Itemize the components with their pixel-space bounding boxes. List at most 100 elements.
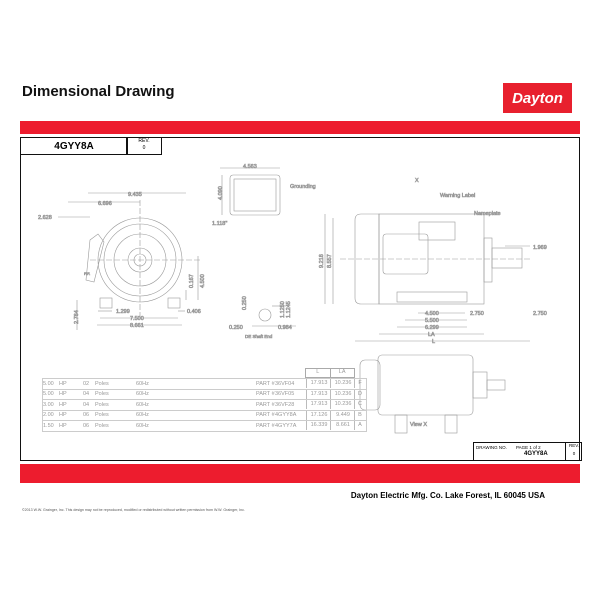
- cell-hz: 60Hz: [136, 380, 149, 387]
- x-label: X: [415, 178, 419, 184]
- part-number-cell: 4GYY8A: [20, 137, 128, 155]
- cell-poles: 06: [83, 422, 90, 429]
- dim-6299: 6.299: [425, 325, 439, 331]
- dim-1969: 1.969: [533, 245, 547, 251]
- cell-hz: 60Hz: [136, 391, 149, 397]
- cell-part-label: PART #: [256, 422, 275, 429]
- shaft-end-caption: DE Shaft End: [245, 334, 273, 339]
- cell-hz: 60Hz: [136, 412, 149, 418]
- top-red-bar: [20, 121, 580, 134]
- shaft-end-view: 0.250 1.1250 1.1245 0.250 0.984 DE Shaft…: [229, 296, 296, 339]
- cell-part-label: PART #: [256, 401, 275, 408]
- rev-label: REV.: [138, 138, 150, 144]
- dim-la: LA: [428, 332, 435, 338]
- cell-hp: 5.00: [43, 391, 54, 397]
- dim-8557: 8.557: [327, 254, 333, 268]
- cell-poles: 04: [83, 391, 90, 397]
- rev-value: 0: [142, 145, 146, 151]
- cell-L: 17.913: [306, 400, 331, 409]
- dim-0250b: 0.250: [229, 325, 243, 331]
- copyright-notice: ©2013 W.W. Grainger, Inc. This design ma…: [22, 508, 245, 512]
- dim-11250: 1.1250: [280, 301, 286, 318]
- dim-8661: 8.661: [130, 323, 144, 329]
- cell-hp-unit: HP: [59, 401, 67, 408]
- warning-label: Warning Label: [440, 193, 475, 199]
- cell-poles-label: Poles: [95, 422, 109, 429]
- cell-hp: 5.00: [43, 380, 54, 387]
- title-block: DRAWING NO. PAGE 1 of 2 4GYY8A REV.0: [473, 442, 582, 461]
- title-rev-cell: REV.0: [565, 443, 582, 460]
- dim-0167: 0.167: [189, 274, 195, 288]
- cell-poles-label: Poles: [95, 380, 109, 387]
- dim-0406: 0.406: [187, 309, 201, 315]
- cell-code: D: [354, 389, 365, 399]
- dim-0250a: 0.250: [242, 296, 248, 310]
- drawing-no-label: DRAWING NO.: [476, 445, 507, 450]
- drawing-no: 4GYY8A: [524, 451, 548, 457]
- dim-5500: 5.500: [425, 318, 439, 324]
- cell-part-label: PART #: [256, 391, 275, 397]
- cell-hp: 2.00: [43, 412, 54, 418]
- cell-hp: 1.50: [43, 422, 54, 429]
- cell-part: 4GYY7A: [275, 422, 297, 429]
- dim-6696: 6.696: [98, 201, 112, 207]
- drawing-frame: [20, 137, 580, 461]
- dim-2750a: 2.750: [470, 311, 484, 317]
- view-x: View X: [359, 354, 506, 434]
- cell-poles-label: Poles: [95, 401, 109, 408]
- cell-hp-unit: HP: [59, 422, 67, 429]
- grounding-label: Grounding: [290, 184, 316, 190]
- dim-9435: 9.435: [128, 192, 142, 198]
- cell-L: 17.913: [306, 379, 331, 388]
- ff-label: F.F.: [84, 271, 90, 276]
- dim-2628: 2.628: [38, 215, 52, 221]
- company-footer: Dayton Electric Mfg. Co. Lake Forest, IL…: [350, 491, 545, 500]
- cell-hp-unit: HP: [59, 380, 67, 387]
- cell-LA: 10.236: [330, 389, 355, 399]
- title-rev-value: 0: [572, 451, 576, 456]
- cell-code: C: [354, 400, 365, 409]
- cell-hp-unit: HP: [59, 391, 67, 397]
- cell-hp: 3.00: [43, 401, 54, 408]
- page-indicator: PAGE 1 of 2: [516, 445, 541, 450]
- dim-0984: 0.984: [278, 325, 292, 331]
- side-view: X Warning Label Nameplate 9.218 8.557 1.…: [319, 178, 547, 346]
- cell-poles-label: Poles: [95, 391, 109, 397]
- cell-part: 4GYY8A: [275, 412, 297, 418]
- dim-7500: 7.500: [130, 316, 144, 322]
- cell-poles: 06: [83, 412, 90, 418]
- cell-code: B: [354, 410, 365, 420]
- cell-poles: 04: [83, 401, 90, 408]
- header-l: L: [316, 369, 320, 375]
- cell-LA: 10.236: [330, 400, 355, 409]
- cell-part: 36VF28: [275, 401, 295, 408]
- dim-1118: 1.118": [212, 221, 227, 227]
- cell-poles-label: Poles: [95, 412, 109, 418]
- cell-part: 36VF04: [275, 380, 295, 387]
- cell-L: 16.339: [306, 421, 331, 430]
- dim-11245: 1.1245: [286, 301, 292, 318]
- dim-4090: 4.090: [218, 186, 224, 200]
- cell-L: 17.126: [306, 410, 331, 420]
- cell-hz: 60Hz: [136, 401, 149, 408]
- header-la: LA: [329, 369, 355, 377]
- page-title: Dimensional Drawing: [22, 83, 175, 100]
- front-view: 9.435 6.696 2.628 4.500 0.167 2.784 1.29…: [38, 192, 206, 330]
- cell-part-label: PART #: [256, 380, 275, 387]
- dim-4500-side: 4.500: [425, 311, 439, 317]
- rev-cell: REV.0: [126, 137, 162, 155]
- dayton-logo: Dayton: [503, 83, 572, 113]
- dim-4563: 4.563: [243, 164, 257, 170]
- cell-code: F: [354, 379, 365, 388]
- cell-poles: 02: [83, 380, 90, 387]
- bottom-red-bar: [20, 464, 580, 483]
- dim-1299: 1.299: [116, 309, 130, 315]
- dim-9218: 9.218: [319, 254, 325, 268]
- cell-LA: 9.449: [330, 410, 355, 420]
- cell-LA: 8.661: [330, 421, 355, 430]
